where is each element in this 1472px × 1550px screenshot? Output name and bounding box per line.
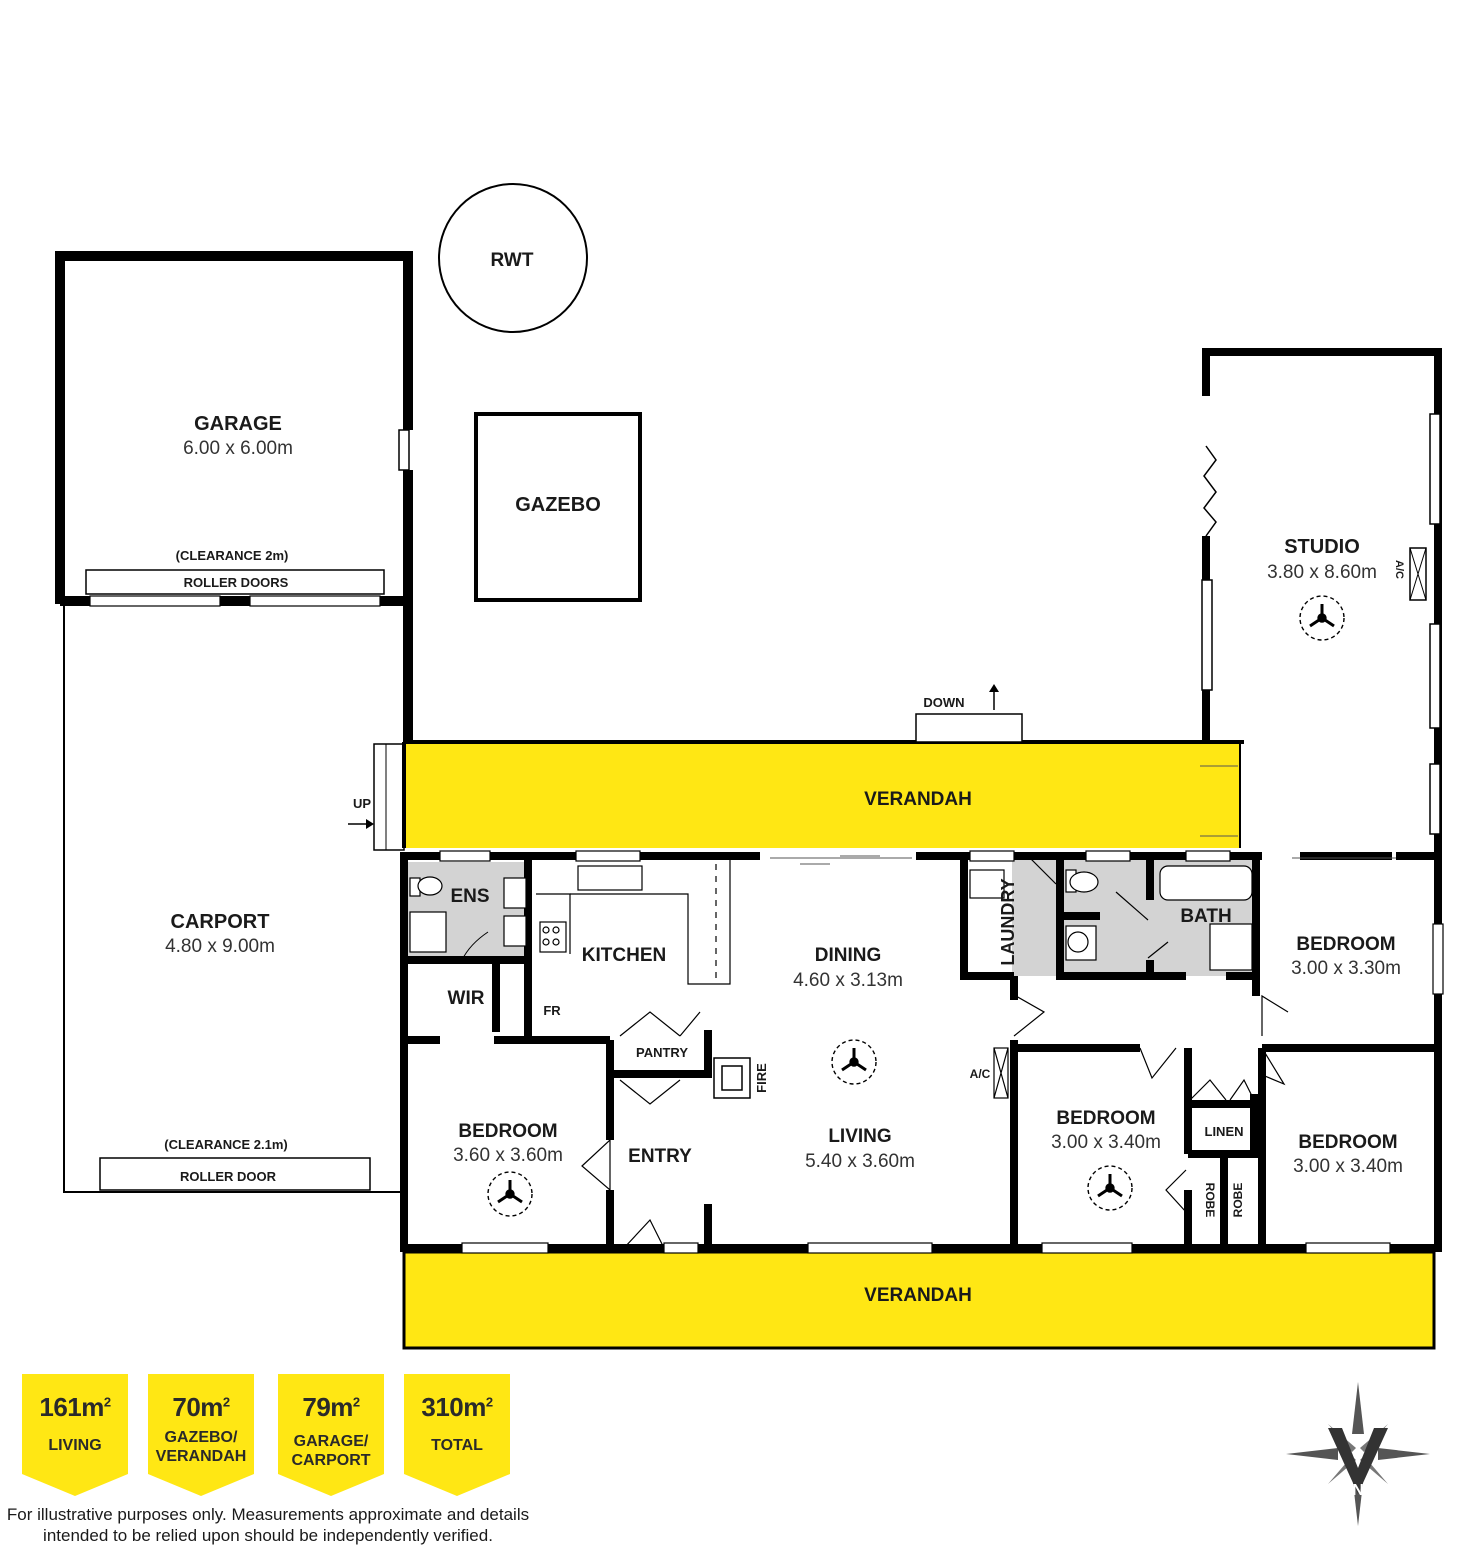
area-badge-living-value: 161m bbox=[39, 1392, 104, 1422]
studio-label: STUDIO bbox=[1284, 536, 1360, 558]
carport-dims: 4.80 x 9.00m bbox=[165, 936, 275, 957]
wir-label: WIR bbox=[448, 988, 485, 1009]
stairs-up-label: UP bbox=[353, 796, 371, 811]
rwt-tank bbox=[438, 183, 588, 333]
verandah-bottom-label: VERANDAH bbox=[864, 1285, 972, 1306]
bedroom-east-upper-label: BEDROOM bbox=[1296, 934, 1395, 955]
stairs-up bbox=[348, 819, 374, 829]
windows bbox=[439, 850, 1444, 1254]
rwt-label: RWT bbox=[491, 250, 534, 271]
verandah-top-label: VERANDAH bbox=[864, 789, 972, 810]
bedroom-west-label: BEDROOM bbox=[458, 1121, 557, 1142]
kitchen-bench bbox=[536, 860, 731, 985]
house-walls bbox=[400, 852, 1442, 1252]
living-ac-label: A/C bbox=[970, 1067, 991, 1081]
living-dims: 5.40 x 3.60m bbox=[805, 1151, 915, 1172]
robe-label-2: ROBE bbox=[1231, 1183, 1245, 1218]
fireplace bbox=[713, 1057, 751, 1099]
area-badge-living: 161m2 LIVING bbox=[22, 1374, 128, 1496]
garage-roller-doors: ROLLER DOORS bbox=[184, 575, 289, 590]
area-badge-garage-carport: 79m2 GARAGE/ CARPORT bbox=[278, 1374, 384, 1496]
stairs-down bbox=[915, 684, 1023, 743]
disclaimer-text: For illustrative purposes only. Measurem… bbox=[6, 1505, 530, 1545]
studio-dims: 3.80 x 8.60m bbox=[1267, 562, 1377, 583]
area-badge-gazebo-verandah: 70m2 GAZEBO/ VERANDAH bbox=[148, 1374, 254, 1496]
area-badge-gazebo-verandah-unit: 2 bbox=[222, 1394, 230, 1410]
compass-north-label: N bbox=[1352, 1482, 1364, 1499]
carport-label: CARPORT bbox=[171, 911, 270, 933]
living-label: LIVING bbox=[828, 1126, 891, 1147]
bath-label: BATH bbox=[1180, 906, 1231, 927]
area-badge-garage-carport-caption: GARAGE/ CARPORT bbox=[291, 1433, 371, 1469]
garage-dims: 6.00 x 6.00m bbox=[183, 438, 293, 459]
gazebo-label: GAZEBO bbox=[515, 494, 601, 516]
area-badge-total-unit: 2 bbox=[485, 1394, 493, 1410]
fridge-label: FR bbox=[543, 1003, 561, 1018]
entry-label: ENTRY bbox=[628, 1146, 692, 1167]
dining-dims: 4.60 x 3.13m bbox=[793, 970, 903, 991]
garage-label: GARAGE bbox=[194, 413, 282, 435]
kitchen-label: KITCHEN bbox=[582, 945, 666, 966]
garage-walls bbox=[55, 251, 413, 742]
ac-unit-living bbox=[993, 1047, 1009, 1099]
carport-outline bbox=[63, 604, 405, 1193]
ceiling-fan-icons bbox=[487, 595, 1345, 1217]
bedroom-middle-label: BEDROOM bbox=[1056, 1108, 1155, 1129]
ensuite-fixtures bbox=[409, 876, 527, 953]
studio-walls bbox=[1201, 348, 1442, 862]
compass-icon: N bbox=[1286, 1382, 1430, 1526]
bedroom-east-lower-label: BEDROOM bbox=[1298, 1132, 1397, 1153]
bedroom-east-upper-dims: 3.00 x 3.30m bbox=[1291, 958, 1401, 979]
area-badge-living-unit: 2 bbox=[103, 1394, 111, 1410]
linen-label: LINEN bbox=[1205, 1124, 1244, 1139]
pantry-label: PANTRY bbox=[636, 1045, 688, 1060]
area-badge-total-caption: TOTAL bbox=[431, 1437, 483, 1454]
ensuite-label: ENS bbox=[450, 886, 489, 907]
garage-clearance: (CLEARANCE 2m) bbox=[176, 548, 289, 563]
bedroom-east-lower-dims: 3.00 x 3.40m bbox=[1293, 1156, 1403, 1177]
area-badge-gazebo-verandah-value: 70m bbox=[172, 1392, 223, 1422]
verandah-bottom bbox=[402, 1250, 1436, 1350]
stairs-down-label: DOWN bbox=[923, 695, 964, 710]
area-badge-gazebo-verandah-caption: GAZEBO/ VERANDAH bbox=[155, 1429, 247, 1465]
carport-clearance: (CLEARANCE 2.1m) bbox=[164, 1137, 288, 1152]
bath-fixtures bbox=[969, 865, 1253, 971]
area-badge-total-value: 310m bbox=[421, 1392, 486, 1422]
area-badge-total: 310m2 TOTAL bbox=[404, 1374, 510, 1496]
area-badge-living-caption: LIVING bbox=[48, 1437, 102, 1454]
laundry-label: LAUNDRY bbox=[998, 878, 1018, 965]
fire-label: FIRE bbox=[754, 1063, 769, 1093]
door-swings bbox=[581, 857, 1289, 1249]
area-badge-garage-carport-value: 79m bbox=[302, 1392, 353, 1422]
gazebo-outline bbox=[474, 412, 642, 602]
carport-roller-door: ROLLER DOOR bbox=[180, 1169, 277, 1184]
bedroom-west-dims: 3.60 x 3.60m bbox=[453, 1145, 563, 1166]
robe-label-1: ROBE bbox=[1203, 1183, 1217, 1218]
verandah-top bbox=[404, 742, 1240, 848]
studio-ac-label: A/C bbox=[1393, 560, 1405, 579]
area-badge-garage-carport-unit: 2 bbox=[352, 1394, 360, 1410]
dining-label: DINING bbox=[815, 945, 882, 966]
bedroom-middle-dims: 3.00 x 3.40m bbox=[1051, 1132, 1161, 1153]
